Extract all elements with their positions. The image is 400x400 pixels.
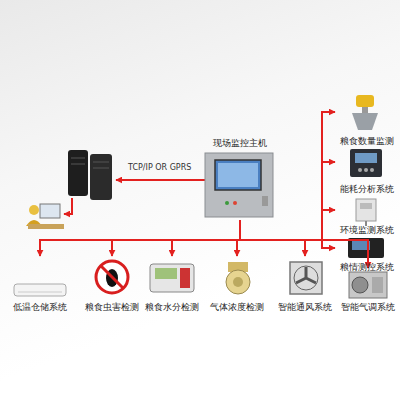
subsystem-node: 粮食虫害检测 — [80, 256, 144, 312]
subsystem-node: 环境监测系统 — [335, 197, 399, 235]
gas-control-cabinet — [349, 272, 387, 298]
node-label: 粮情测控系统 — [340, 262, 394, 272]
env-sensor — [356, 199, 376, 226]
host-cabinet — [205, 153, 273, 217]
cold-storage-unit — [14, 284, 66, 296]
node-label: 粮食数量监测 — [340, 136, 394, 146]
link-label: TCP/IP OR GPRS — [128, 163, 191, 172]
node-label: 智能通风系统 — [278, 302, 332, 312]
node-label: 粮食水分检测 — [145, 302, 199, 312]
subsystem-node: 粮情测控系统 — [335, 236, 399, 272]
subsystem-node: 智能气调系统 — [336, 268, 400, 312]
energy-meter — [350, 149, 382, 177]
node-label: 气体浓度检测 — [210, 302, 264, 312]
signal-connector — [237, 220, 240, 256]
signal-connector — [112, 220, 240, 256]
signal-connector — [240, 210, 335, 240]
subsystem-node: 粮食水分检测 — [140, 256, 204, 312]
network-link — [64, 198, 72, 214]
node-label: 现场监控主机 — [213, 138, 267, 148]
node-label: 能耗分析系统 — [340, 184, 394, 194]
network-link — [116, 179, 205, 181]
signal-connector — [240, 112, 335, 240]
ventilation-fan — [290, 262, 322, 294]
signal-connector — [240, 162, 335, 240]
node-label: 低温仓储系统 — [13, 302, 67, 312]
subsystem-node: 粮食数量监测 — [335, 94, 399, 146]
subsystem-node: 智能通风系统 — [273, 256, 337, 312]
signal-connector — [172, 220, 240, 256]
pest-icon — [96, 261, 128, 293]
signal-connector — [40, 220, 240, 256]
grain-controller — [348, 238, 384, 258]
signal-connector — [240, 220, 368, 268]
computer-icon — [26, 204, 64, 229]
node-label: 环境监测系统 — [340, 225, 394, 235]
subsystem-node: 气体浓度检测 — [205, 256, 269, 312]
signal-connector — [240, 220, 335, 248]
node-label: 粮食虫害检测 — [85, 302, 139, 312]
host-node: 现场监控主机 — [200, 138, 280, 220]
node-label: 智能气调系统 — [341, 302, 395, 312]
subsystem-node: 能耗分析系统 — [335, 147, 399, 194]
signal-connector — [240, 220, 305, 256]
moisture-meter — [150, 264, 194, 292]
radar-gauge — [352, 95, 378, 130]
server-icon — [68, 150, 112, 200]
subsystem-node: 低温仓储系统 — [8, 256, 72, 312]
gas-detector — [226, 262, 250, 294]
